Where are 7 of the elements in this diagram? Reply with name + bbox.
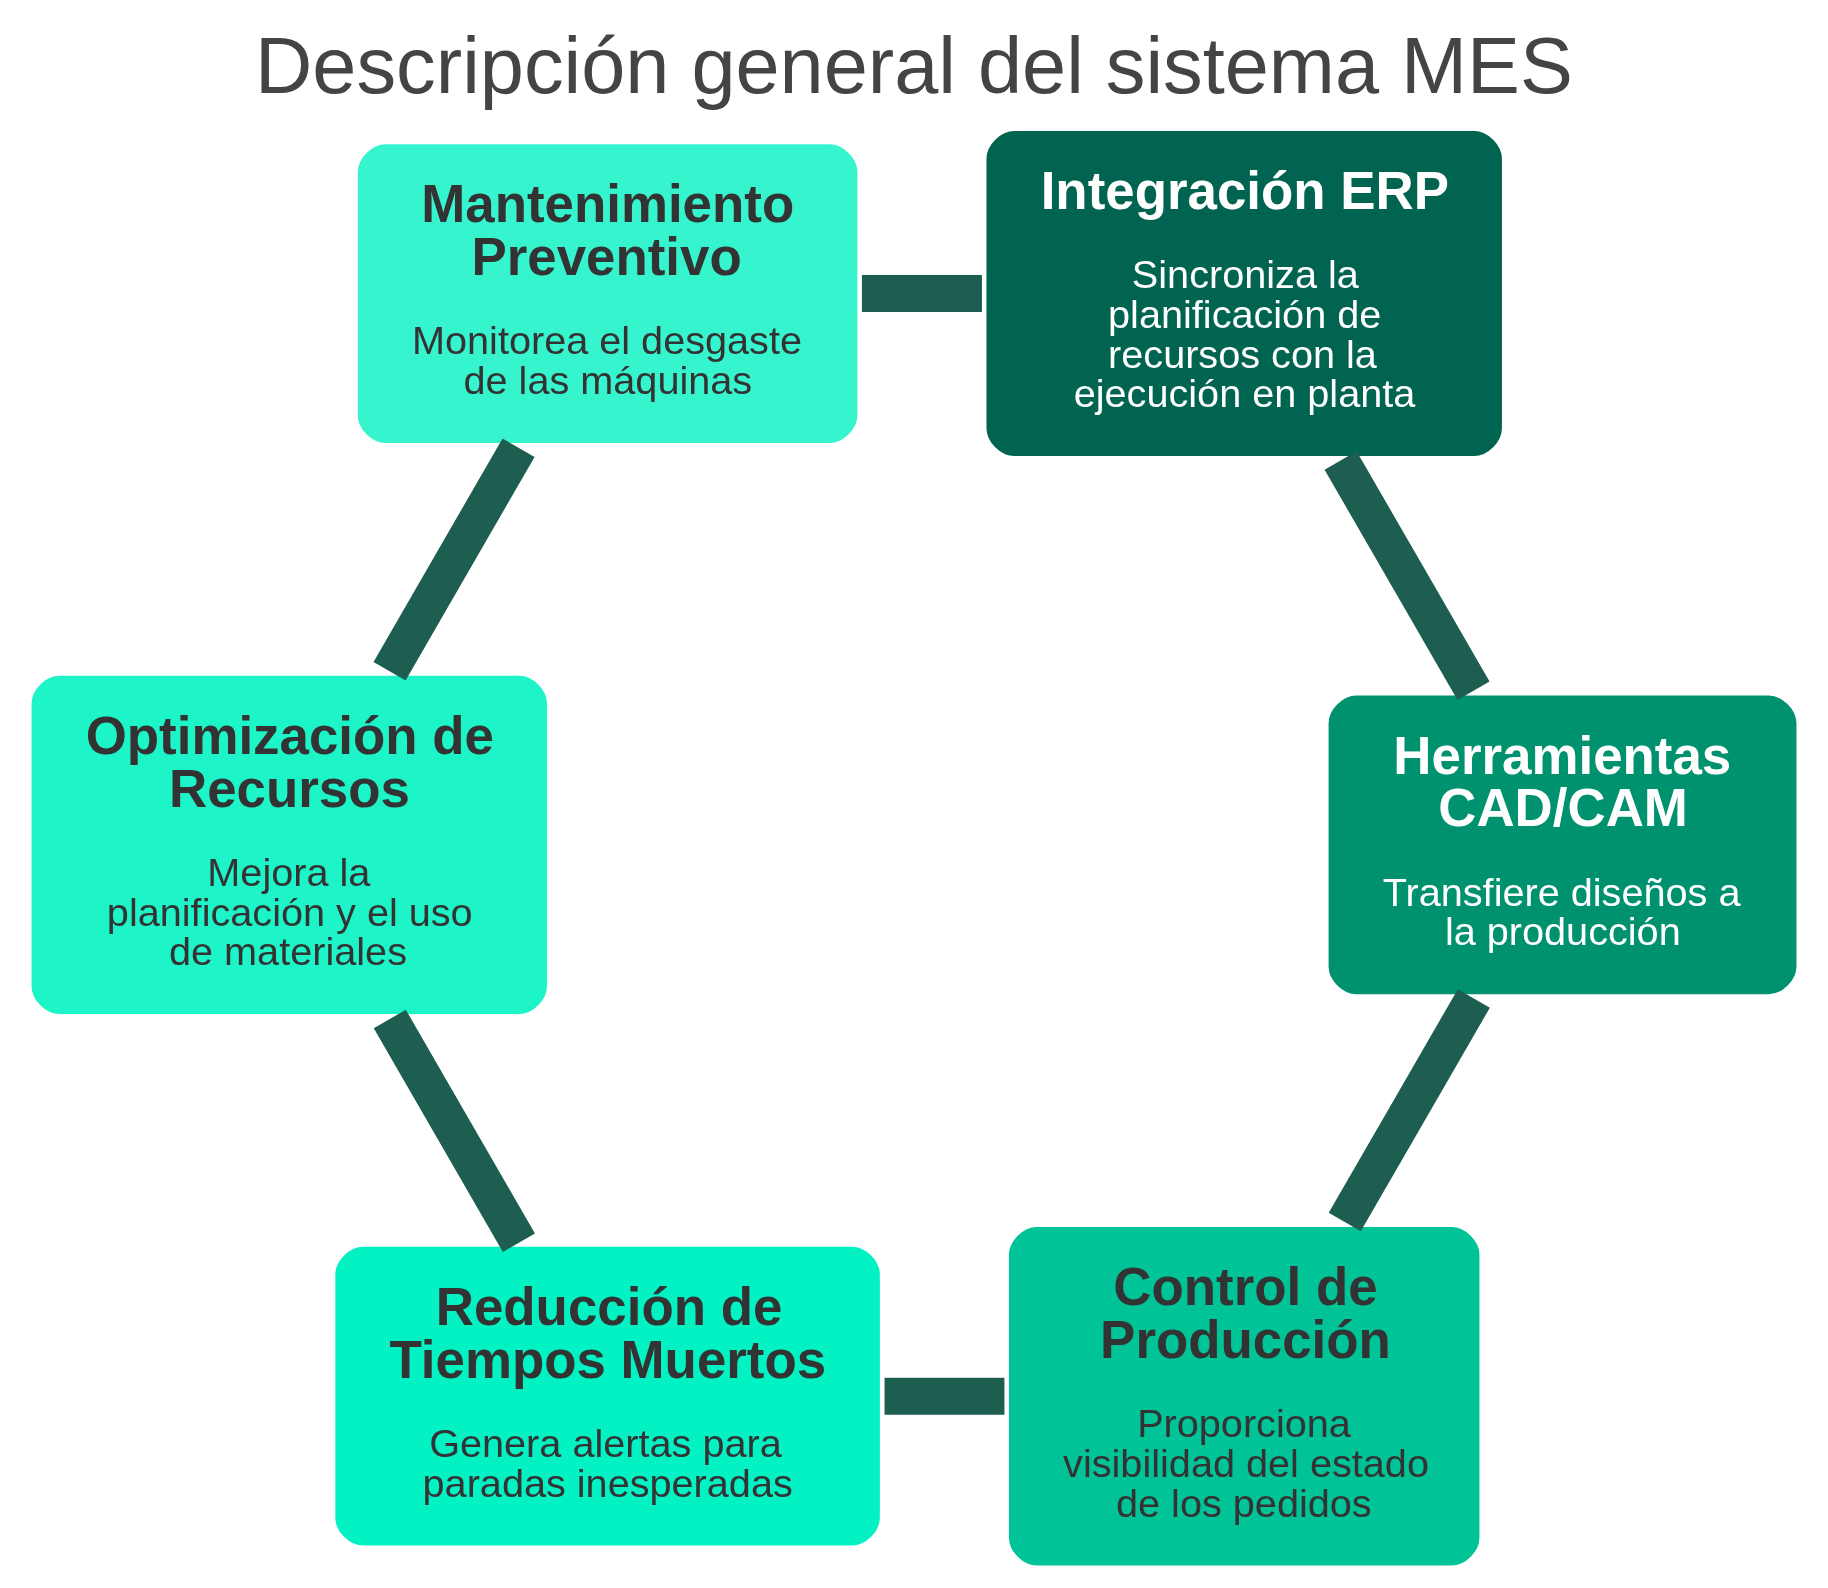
connector xyxy=(373,438,535,681)
connector xyxy=(373,1009,535,1252)
connector xyxy=(884,1377,1005,1415)
connector xyxy=(1328,989,1490,1232)
connector xyxy=(1324,451,1490,700)
connector xyxy=(861,275,982,313)
diagram-title: Descripción general del sistema MES xyxy=(255,20,1573,110)
